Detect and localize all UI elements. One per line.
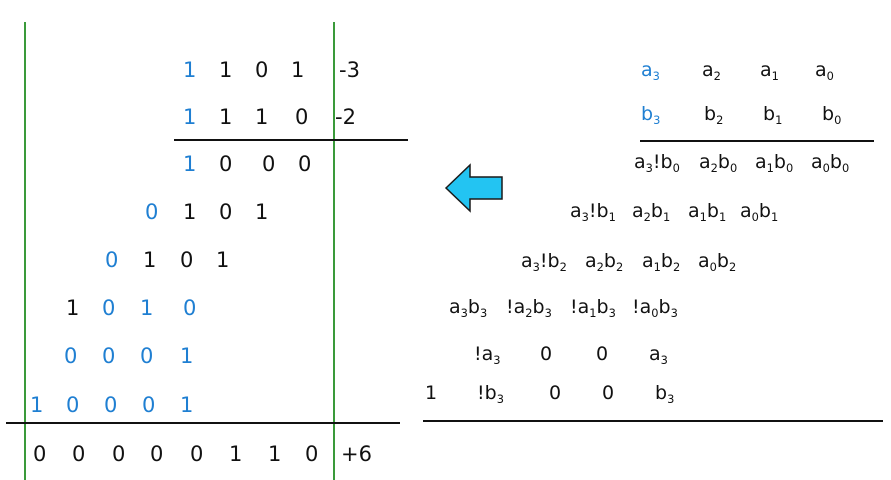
pp-term: !b3	[477, 382, 504, 406]
a-term: a1	[760, 59, 779, 83]
right-guide-line	[333, 22, 335, 480]
result-value: +6	[341, 442, 372, 466]
multiplicand-value: -3	[339, 58, 360, 82]
bit: 1	[216, 248, 230, 272]
bit: 0	[305, 442, 319, 466]
bit: 0	[219, 200, 233, 224]
bit: 1	[219, 58, 233, 82]
bit: 1	[66, 296, 80, 320]
bit: 0	[105, 248, 119, 272]
bit: 0	[262, 152, 276, 176]
pp-term: a2b0	[699, 151, 738, 175]
bit: 0	[140, 344, 154, 368]
bit: 1	[180, 393, 194, 417]
pp-term: a0b1	[740, 200, 779, 224]
a-term: a0	[815, 59, 834, 83]
bit: 0	[145, 200, 159, 224]
bit: 0	[102, 296, 116, 320]
bit: 0	[112, 442, 126, 466]
pp-term: a3!b2	[521, 250, 567, 274]
bit: 0	[219, 152, 233, 176]
b-term: b2	[704, 103, 724, 127]
bit: 1	[183, 58, 197, 82]
operand-rule-symbolic	[640, 140, 874, 142]
bit: 0	[180, 248, 194, 272]
pp-term: b3	[655, 382, 675, 406]
b-term: b0	[822, 103, 842, 127]
bit: 1	[140, 296, 154, 320]
pp-term: a3b3	[449, 296, 488, 320]
pp-term: a0b0	[811, 151, 850, 175]
bit: 0	[72, 442, 86, 466]
pp-term: !a1b3	[570, 296, 616, 320]
bit: 1	[183, 152, 197, 176]
bit: 1	[219, 105, 233, 129]
multiplier-value: -2	[335, 105, 356, 129]
pp-term: a3!b1	[570, 200, 616, 224]
pp-term: !a0b3	[632, 296, 678, 320]
b-term: b3	[641, 103, 661, 127]
bit: 0	[298, 152, 312, 176]
bit: 0	[102, 344, 116, 368]
bit: 0	[142, 393, 156, 417]
pp-term: a3	[649, 343, 668, 367]
a-term: a3	[641, 59, 660, 83]
pp-term: a2b1	[632, 200, 671, 224]
bit: 1	[268, 442, 282, 466]
operand-rule	[174, 139, 408, 141]
bit: 1	[291, 58, 305, 82]
pp-term: a3!b0	[634, 151, 680, 175]
pp-term: 0	[596, 343, 609, 365]
pp-term: a1b0	[755, 151, 794, 175]
pp-term: 0	[602, 382, 615, 404]
pp-term: a2b2	[585, 250, 624, 274]
bit: 0	[255, 58, 269, 82]
pp-term: a0b2	[698, 250, 737, 274]
pp-term: !a3	[474, 343, 501, 367]
result-rule	[6, 422, 400, 424]
left-arrow-icon	[444, 163, 503, 213]
bit: 0	[183, 296, 197, 320]
pp-term: 1	[425, 382, 438, 404]
b-term: b1	[763, 103, 783, 127]
left-guide-line	[24, 22, 26, 480]
bit: 1	[183, 200, 197, 224]
bit: 0	[150, 442, 164, 466]
bit: 1	[229, 442, 243, 466]
pp-term: 0	[549, 382, 562, 404]
bit: 0	[64, 344, 78, 368]
a-term: a2	[702, 59, 721, 83]
result-rule-symbolic	[423, 420, 883, 422]
bit: 0	[190, 442, 204, 466]
bit: 0	[33, 442, 47, 466]
bit: 0	[104, 393, 118, 417]
bit: 1	[180, 344, 194, 368]
pp-term: 0	[540, 343, 553, 365]
bit: 1	[255, 105, 269, 129]
pp-term: a1b1	[688, 200, 727, 224]
bit: 0	[66, 393, 80, 417]
bit: 1	[143, 248, 157, 272]
bit: 1	[30, 393, 44, 417]
bit: 1	[255, 200, 269, 224]
pp-term: !a2b3	[506, 296, 552, 320]
bit: 1	[183, 105, 197, 129]
bit: 0	[295, 105, 309, 129]
pp-term: a1b2	[642, 250, 681, 274]
